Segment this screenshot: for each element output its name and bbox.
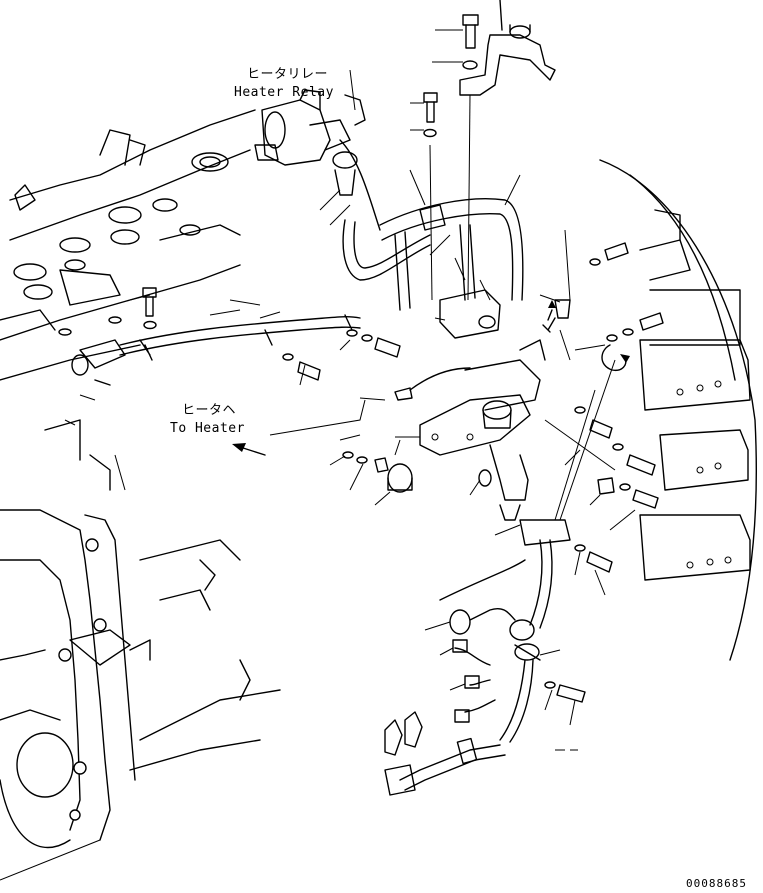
right-housing [599, 159, 757, 661]
heater-relay-label-jp: ヒータリレー [247, 67, 329, 82]
bolts-and-washers [142, 14, 664, 703]
arrows [232, 300, 630, 456]
lower-frame [0, 509, 281, 881]
to-heater-label-jp: ヒータヘ [182, 403, 237, 418]
harness-pipes [342, 198, 524, 311]
engine-block [0, 109, 256, 491]
leader-lines [64, 29, 636, 751]
top-bracket [459, 0, 556, 96]
lower-harness [384, 519, 571, 796]
heater-relay-label-en: Heater Relay [234, 85, 334, 100]
engine-harness [71, 314, 361, 386]
to-heater-label-en: To Heater [170, 421, 245, 436]
drawing-number: 00088685 [686, 877, 747, 890]
heater-relay [254, 89, 381, 231]
center-bracket [394, 289, 546, 521]
